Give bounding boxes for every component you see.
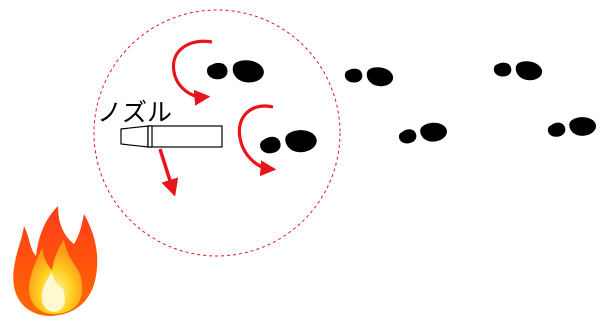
spray-direction-arrow — [160, 149, 173, 190]
nozzle-label: ノズル — [97, 98, 172, 127]
fire-icon — [13, 206, 97, 316]
rotate-arrow-icon — [173, 41, 212, 97]
footprint-icon — [398, 121, 448, 146]
footprint-icon — [344, 65, 394, 87]
footprint-icon — [207, 59, 265, 83]
footprint-icon — [493, 59, 543, 81]
footprint-icon — [547, 116, 597, 140]
footprint-icon — [259, 128, 318, 156]
nozzle-icon — [121, 126, 222, 147]
